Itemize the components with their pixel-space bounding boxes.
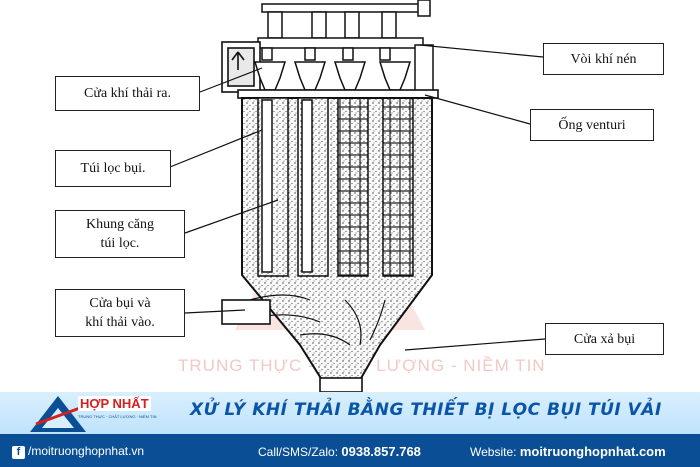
filter-bags	[257, 97, 414, 277]
facebook-icon: f	[12, 446, 25, 459]
website-contact[interactable]: Website: moitruonghopnhat.com	[470, 444, 666, 459]
footer-banner: XỬ LÝ KHÍ THẢI BẰNG THIẾT BỊ LỌC BỤI TÚI…	[0, 392, 700, 467]
label-dust-discharge-text: Cửa xả bụi	[573, 331, 636, 347]
label-exhaust-outlet: Cửa khí thải ra.	[55, 76, 200, 111]
label-dust-bag: Túi lọc bụi.	[55, 150, 171, 187]
dust-inlet-duct	[221, 299, 271, 325]
footer-contact-band: f/moitruonghopnhat.vn Call/SMS/Zalo: 093…	[0, 434, 700, 467]
logo-mark-icon	[30, 396, 86, 432]
logo-brand: HỢP NHẤT	[78, 396, 151, 411]
label-bag-frame-line1: Khung căng	[85, 217, 155, 232]
label-dust-inlet-line1: Cửa bụi và	[89, 296, 151, 311]
venturi-tubes	[253, 61, 412, 91]
facebook-handle: /moitruonghopnhat.vn	[28, 444, 145, 458]
label-venturi-text: Ống venturi	[558, 117, 626, 133]
website-url: moitruonghopnhat.com	[519, 444, 666, 459]
label-dust-inlet-line2: khí thải vào.	[85, 315, 155, 330]
label-dust-discharge: Cửa xả bụi	[545, 323, 664, 355]
label-bag-frame: Khung căng túi lọc.	[55, 210, 185, 258]
dust-flow-arrows	[249, 294, 386, 346]
exhaust-outlet-duct	[221, 41, 261, 93]
phone-number: 0938.857.768	[341, 444, 421, 459]
label-dust-bag-text: Túi lọc bụi.	[80, 161, 146, 176]
label-nozzle-text: Vòi khí nén	[570, 51, 637, 67]
facebook-contact[interactable]: f/moitruonghopnhat.vn	[12, 444, 144, 459]
label-dust-inlet: Cửa bụi và khí thải vào.	[55, 289, 185, 337]
page-title: XỬ LÝ KHÍ THẢI BẰNG THIẾT BỊ LỌC BỤI TÚI…	[190, 400, 662, 420]
phone-contact[interactable]: Call/SMS/Zalo: 0938.857.768	[258, 444, 421, 459]
company-logo: HỢP NHẤT TRUNG THỰC · CHẤT LƯỢNG · NIỀM …	[28, 394, 158, 436]
label-exhaust-outlet-text: Cửa khí thải ra.	[84, 86, 171, 101]
phone-label: Call/SMS/Zalo:	[258, 445, 339, 459]
label-venturi: Ống venturi	[530, 109, 654, 141]
bag-filter-diagram	[169, 0, 546, 392]
dust-discharge-outlet	[319, 377, 363, 392]
compressed-air-pipes	[257, 0, 431, 61]
label-bag-frame-line2: túi lọc.	[100, 236, 140, 251]
leader-lines	[169, 44, 546, 351]
website-label: Website:	[470, 445, 517, 459]
logo-tagline: TRUNG THỰC · CHẤT LƯỢNG · NIỀM TIN	[78, 414, 157, 419]
label-nozzle: Vòi khí nén	[543, 43, 664, 75]
